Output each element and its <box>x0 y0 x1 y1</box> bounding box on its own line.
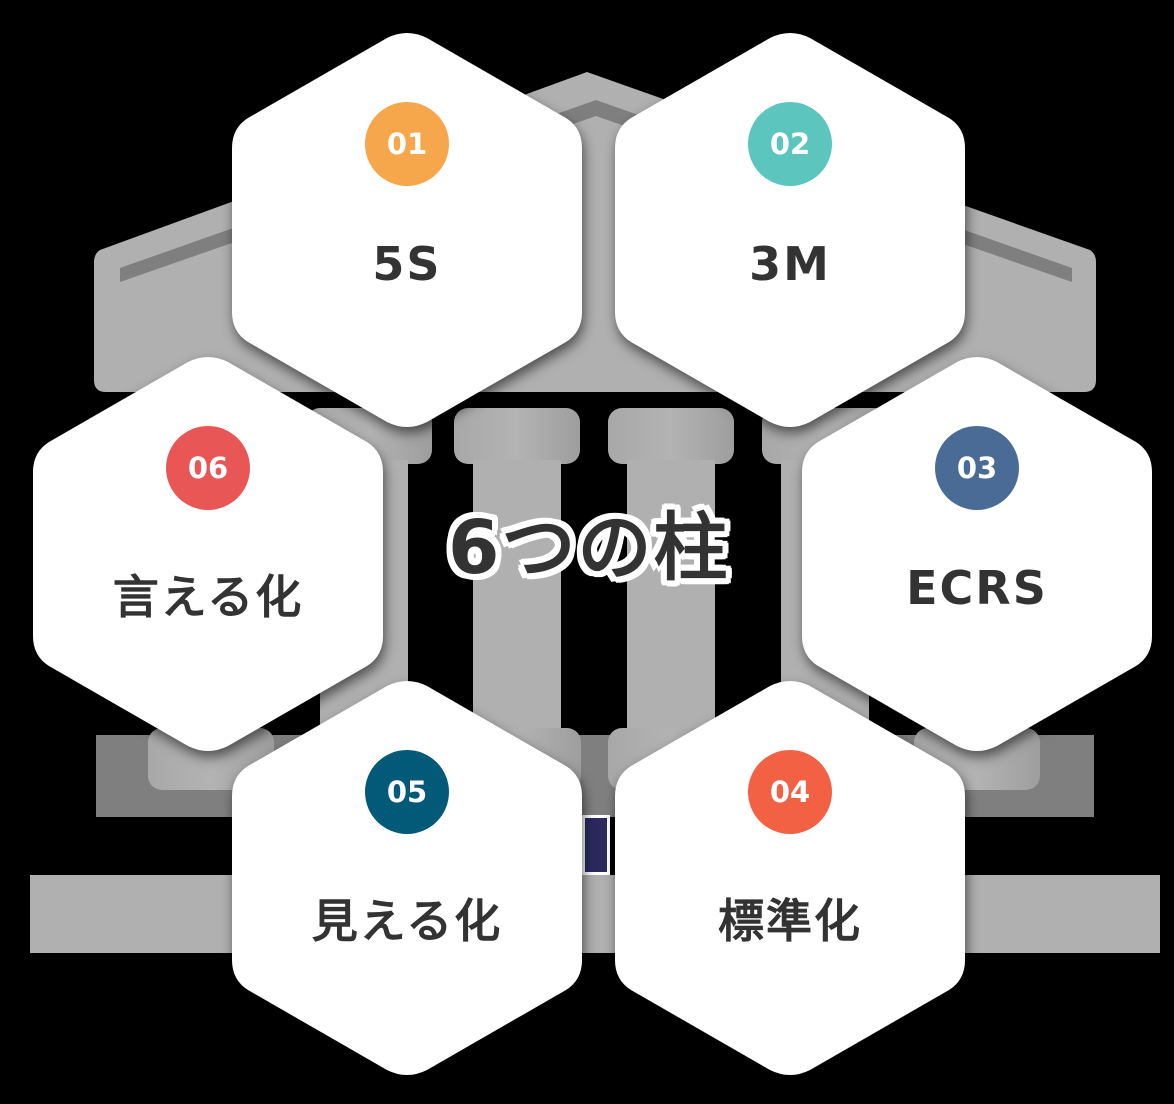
number-badge: 02 <box>748 102 832 186</box>
pillar-label: 見える化 <box>311 894 503 948</box>
pillar-card-mieruka: 05 見える化 <box>232 680 582 1076</box>
number-badge: 06 <box>166 426 250 510</box>
floor <box>30 875 1160 953</box>
pillar-label: 標準化 <box>718 894 862 948</box>
pillar-card-5s: 01 5S <box>232 32 582 428</box>
pillar-label: 5S <box>372 237 442 291</box>
number-badge: 05 <box>365 750 449 834</box>
pillar-card-ecrs: 03 ECRS <box>802 356 1152 752</box>
diagram-title: 6つの柱 <box>448 505 730 591</box>
number-badge: 03 <box>935 426 1019 510</box>
hexagon-shape <box>33 357 383 751</box>
center-accent <box>580 815 610 875</box>
pillar-label: ECRS <box>906 561 1048 615</box>
number-badge: 01 <box>365 102 449 186</box>
pillar-card-ieruka: 06 言える化 <box>33 356 383 752</box>
hexagon-shape <box>802 357 1152 751</box>
pillar-card-hyojunka: 04 標準化 <box>615 680 965 1076</box>
hexagon-shape <box>232 681 582 1075</box>
hexagon-shape <box>615 681 965 1075</box>
hexagon-shape <box>232 33 582 427</box>
pillar-label: 3M <box>749 237 831 291</box>
pillar-card-3m: 02 3M <box>615 32 965 428</box>
hexagon-shape <box>615 33 965 427</box>
pillar-label: 言える化 <box>112 570 304 624</box>
number-badge: 04 <box>748 750 832 834</box>
